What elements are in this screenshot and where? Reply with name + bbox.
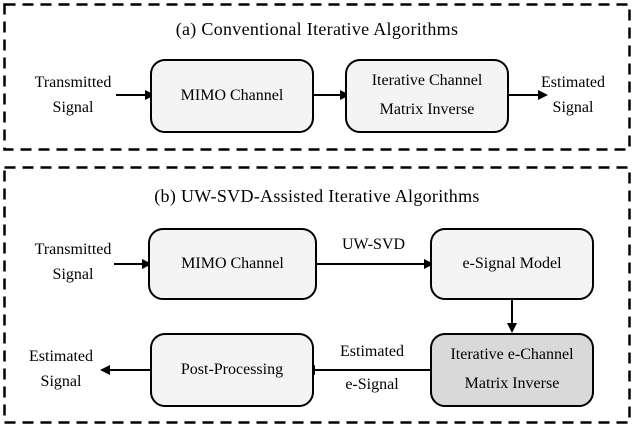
panel-uwsvd-assisted: (b) UW-SVD-Assisted Iterative Algorithms… — [3, 166, 631, 424]
panel-b-title: (b) UW-SVD-Assisted Iterative Algorithms — [154, 186, 480, 206]
arrow-inverse-to-output-a — [509, 90, 548, 100]
arrow-esignal-to-einverse — [507, 300, 517, 333]
arrow-mimo-to-inverse-a — [314, 90, 350, 100]
estimated-esignal-label-bottom: e-Signal — [345, 376, 399, 393]
iterative-e-channel-matrix-inverse-box: Iterative e-Channel Matrix Inverse — [430, 333, 594, 407]
transmitted-signal-label-b: Transmitted Signal — [34, 241, 112, 283]
estimated-esignal-label-top: Estimated — [340, 343, 404, 360]
arrow-einverse-to-post — [305, 365, 430, 375]
estimated-signal-label-a: Estimated Signal — [541, 74, 605, 116]
uwsvd-arrow-label: UW-SVD — [341, 236, 406, 253]
iterative-channel-matrix-inverse-box: Iterative Channel Matrix Inverse — [345, 59, 509, 133]
e-signal-model-box: e-Signal Model — [430, 228, 594, 300]
arrow-mimo-to-esignal — [317, 259, 434, 269]
mimo-channel-box-a: MIMO Channel — [150, 59, 314, 133]
panel-conventional: (a) Conventional Iterative Algorithms Tr… — [3, 3, 631, 151]
panel-uwsvd-dashed-border — [3, 166, 631, 424]
mimo-channel-box-b: MIMO Channel — [148, 228, 317, 300]
transmitted-signal-label-a: Transmitted Signal — [34, 74, 112, 116]
estimated-signal-label-b: Estimated Signal — [29, 348, 93, 390]
panel-a-title: (a) Conventional Iterative Algorithms — [175, 19, 459, 39]
arrow-post-to-output — [100, 365, 150, 375]
panel-conventional-dashed-border — [3, 3, 631, 151]
arrow-input-to-mimo-b — [114, 259, 152, 269]
post-processing-box: Post-Processing — [150, 333, 314, 407]
arrow-input-to-mimo-a — [116, 90, 155, 100]
